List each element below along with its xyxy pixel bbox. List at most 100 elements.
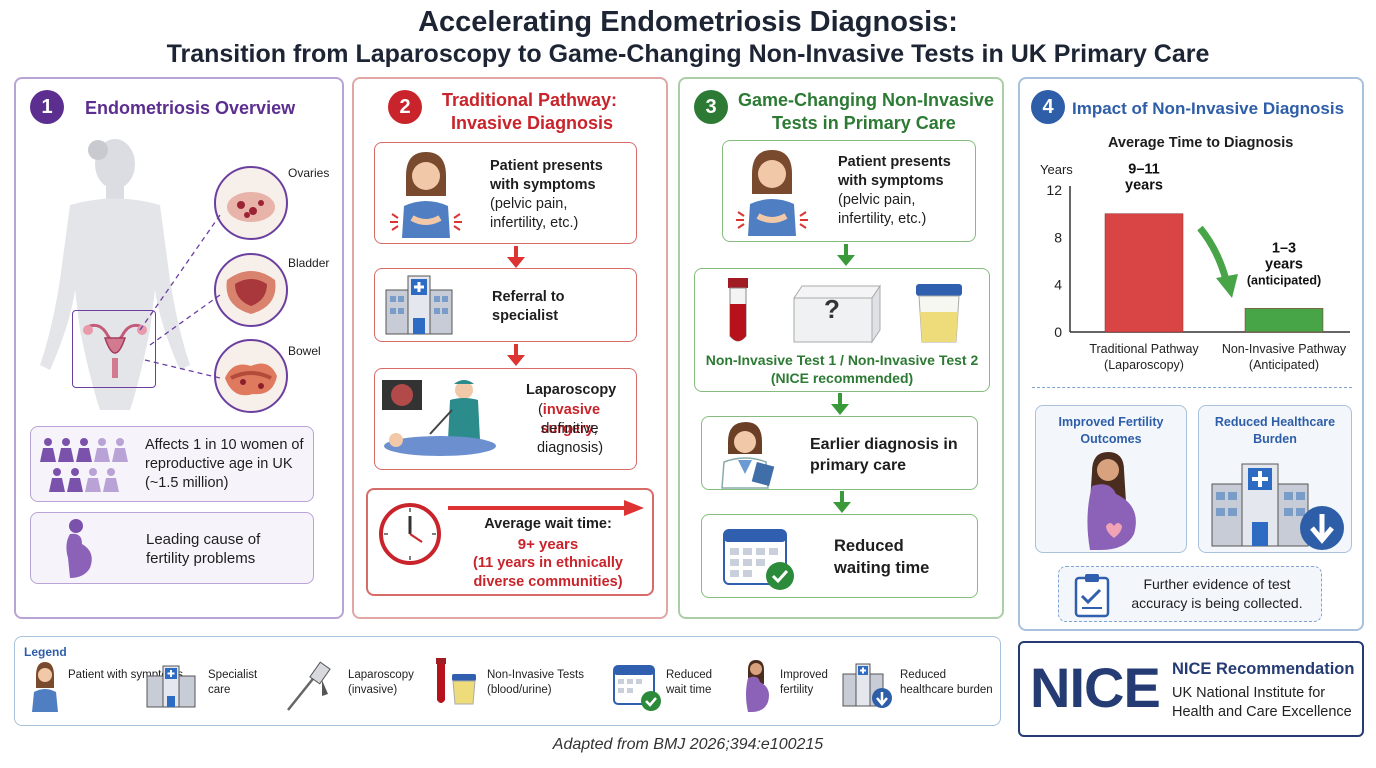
legend-pregnant-icon	[746, 660, 769, 712]
clock-icon	[379, 503, 441, 565]
chart-title: Average Time to Diagnosis	[1108, 135, 1294, 151]
chart-divider	[1032, 387, 1352, 388]
subtitle: Transition from Laparoscopy to Game-Chan…	[166, 40, 1210, 68]
panel-title-impact: Impact of Non-Invasive Diagnosis	[1072, 99, 1345, 118]
organ-label-ovaries: Ovaries	[288, 166, 330, 180]
legend-hospital-icon	[146, 665, 196, 708]
nice-heading: NICE Recommendation	[1172, 660, 1355, 678]
wait-arrow-icon	[448, 500, 644, 516]
traditional-step3-text: definitive diagnosis)	[536, 421, 604, 456]
legend-title: Legend	[24, 645, 67, 659]
main-title: Accelerating Endometriosis Diagnosis:	[418, 6, 958, 38]
footer-citation: Adapted from BMJ 2026;394:e100215	[552, 736, 824, 753]
hospital-down-icon	[1211, 463, 1344, 550]
panel-title-noninvasive-1: Game-Changing Non-Invasive	[738, 90, 995, 110]
women-group-icon	[40, 438, 128, 492]
evidence-text: Further evidence of test accuracy is bei…	[1131, 576, 1303, 611]
arrow-down-icon	[831, 393, 849, 415]
uterus-icon	[83, 323, 147, 378]
chart-bar	[1104, 213, 1184, 333]
chart-y-tick-label: 8	[1054, 229, 1062, 245]
organ-label-bladder: Bladder	[288, 256, 330, 270]
ovaries-icon	[214, 166, 288, 240]
chart-category-label: (Anticipated)	[1249, 358, 1319, 372]
chart-y-tick-label: 12	[1046, 182, 1062, 198]
invasive-surgery-label: invasive surgery	[540, 402, 601, 437]
legend-label-laparoscopy: Laparoscopy (invasive)	[348, 669, 414, 696]
legend-patient-icon	[32, 662, 58, 712]
chart-y-tick-label: 0	[1054, 324, 1062, 340]
urine-sample-cup-icon	[916, 284, 962, 343]
legend-tests-icon	[436, 658, 476, 705]
traditional-step1-bold: Patient presents with symptoms	[490, 158, 603, 193]
panel-number-3: 3	[694, 90, 728, 124]
bladder-icon	[214, 253, 288, 327]
panel-title-noninvasive-2: Tests in Primary Care	[772, 113, 956, 133]
reduced-waiting-text: Reduced waiting time	[834, 537, 930, 577]
chart-category-label: Non-Invasive Pathway	[1222, 342, 1347, 356]
patient-icon	[736, 150, 808, 236]
traditional-step1-text: (pelvic pain, infertility, etc.)	[490, 196, 579, 231]
bowel-icon	[214, 339, 288, 413]
panel-title-traditional-1: Traditional Pathway:	[442, 90, 618, 110]
benefit-fertility-text: Improved Fertility Outcomes	[1058, 415, 1164, 446]
benefit-burden-text: Reduced Healthcare Burden	[1214, 415, 1336, 446]
legend-label-reduced-wait: Reduced wait time	[666, 669, 713, 696]
panel-number-1: 1	[30, 90, 64, 124]
chart-data-label: years	[1265, 256, 1303, 272]
patient-icon	[390, 152, 462, 238]
arrow-down-icon	[833, 491, 851, 513]
traditional-step3-detail: (invasive surgery,	[537, 402, 601, 437]
pregnant-silhouette-icon	[66, 519, 92, 578]
chart-trend-arrowhead	[1216, 274, 1238, 298]
fertility-text: Leading cause of fertility problems	[146, 531, 261, 567]
calendar-check-icon	[723, 529, 794, 590]
chart-data-label: 1–3	[1272, 240, 1296, 256]
arrow-down-icon	[837, 244, 855, 266]
doctor-icon	[721, 422, 775, 489]
legend-label-specialist: Specialist care	[208, 669, 258, 696]
pregnant-woman-icon	[1087, 452, 1136, 550]
chart-annotation: (anticipated)	[1247, 273, 1321, 287]
traditional-step2-text: Referral to specialist	[492, 289, 565, 324]
blood-test-tube-icon	[728, 278, 748, 342]
chart-bar	[1244, 308, 1324, 333]
arrow-down-icon	[507, 344, 525, 366]
chart-category-label: Traditional Pathway	[1089, 342, 1199, 356]
panel-title-overview: Endometriosis Overview	[85, 98, 296, 118]
prevalence-text: Affects 1 in 10 women of reproductive ag…	[145, 437, 304, 491]
chart-trend-arrow	[1197, 225, 1230, 281]
nice-logo: NICE	[1030, 656, 1161, 719]
nice-text: UK National Institute for Health and Car…	[1172, 685, 1352, 720]
legend	[14, 636, 1001, 726]
legend-laparoscope-icon	[287, 661, 331, 711]
tests-note: (NICE recommended)	[770, 370, 914, 386]
legend-calendar-icon	[613, 665, 661, 711]
wait-time-value: 9+ years	[517, 536, 579, 553]
question-mark: ?	[824, 294, 840, 324]
uterus-highlight-box	[72, 310, 156, 388]
legend-label-tests: Non-Invasive Tests (blood/urine)	[487, 669, 584, 696]
chart-data-label: 9–11	[1128, 162, 1159, 178]
panel-title-traditional-2: Invasive Diagnosis	[451, 113, 614, 133]
wait-time-label: Average wait time:	[484, 516, 612, 532]
surgery-icon	[382, 380, 496, 456]
organ-label-bowel: Bowel	[288, 344, 321, 358]
chart-ylabel: Years	[1040, 162, 1073, 177]
female-body-icon	[40, 139, 190, 410]
earlier-diagnosis-text: Earlier diagnosis in primary care	[810, 436, 958, 474]
test-box-icon	[793, 284, 881, 344]
arrow-down-icon	[507, 246, 525, 268]
chart-y-tick-label: 4	[1054, 277, 1062, 293]
organ-connector-lines	[139, 214, 221, 379]
traditional-step3-bold: Laparoscopy	[526, 382, 617, 398]
clipboard-check-icon	[1074, 574, 1110, 618]
legend-burden-icon	[842, 663, 892, 708]
noninvasive-step1-text: (pelvic pain, infertility, etc.)	[838, 192, 927, 227]
legend-label-burden: Reduced healthcare burden	[900, 669, 993, 696]
panel-number-4: 4	[1031, 90, 1065, 124]
chart-data-label: years	[1125, 178, 1163, 194]
panel-number-2: 2	[388, 90, 422, 124]
noninvasive-step1-bold: Patient presents with symptoms	[838, 154, 951, 189]
chart-category-label: (Laparoscopy)	[1104, 358, 1184, 372]
